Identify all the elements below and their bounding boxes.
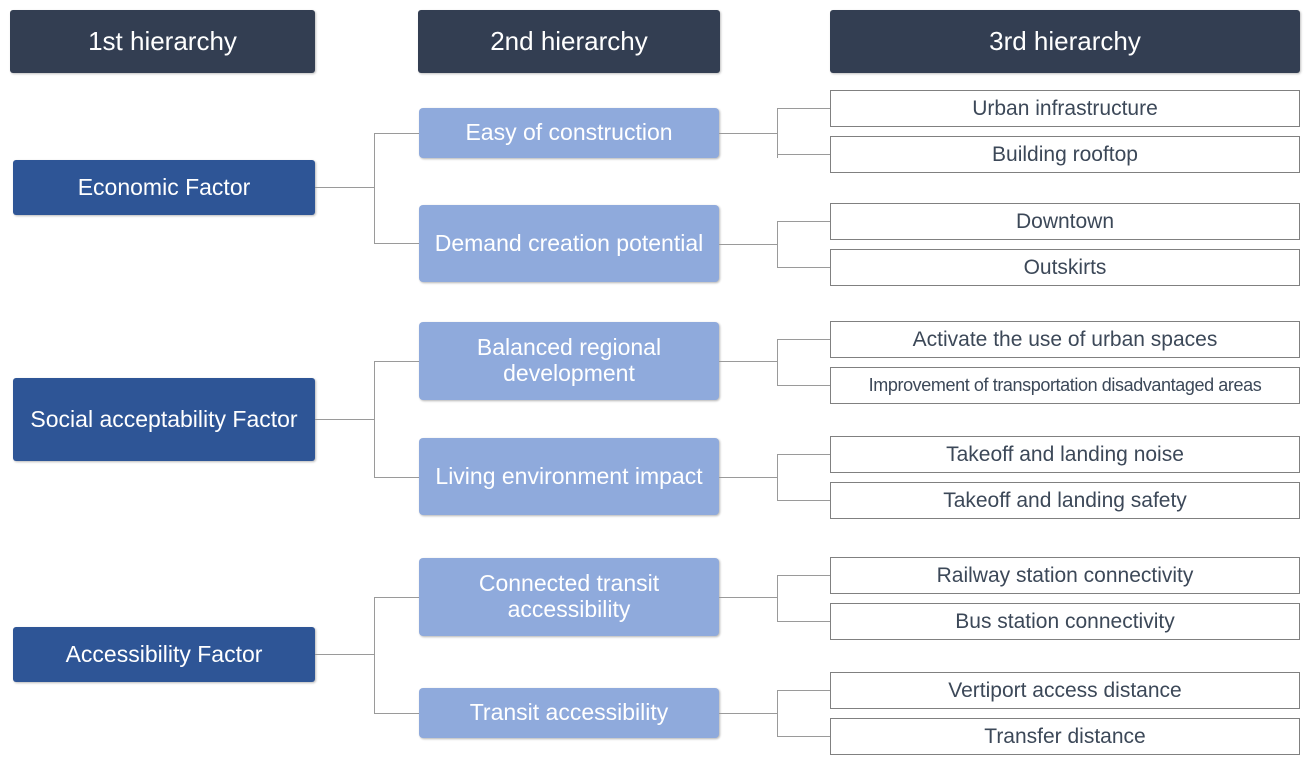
level1-box-economic-factor[interactable]: Economic Factor <box>13 160 315 215</box>
level3-box-takeoff-landing-safety[interactable]: Takeoff and landing safety <box>830 482 1300 519</box>
connector-l1-stem-economic <box>315 187 374 188</box>
connector-l2-stem-balanced-regional <box>719 361 777 362</box>
level3-box-urban-infrastructure[interactable]: Urban infrastructure <box>830 90 1300 127</box>
level2-box-living-environment-impact[interactable]: Living environment impact <box>419 438 719 515</box>
level2-box-transit-accessibility[interactable]: Transit accessibility <box>419 688 719 738</box>
level3-box-downtown[interactable]: Downtown <box>830 203 1300 240</box>
connector-l1-branch-social-2 <box>374 477 419 478</box>
connector-l1-spine-accessibility <box>374 597 375 713</box>
level2-box-easy-of-construction[interactable]: Easy of construction <box>419 108 719 158</box>
connector-l1-stem-social <box>315 419 374 420</box>
connector-l2-branch-easy-1 <box>777 108 830 109</box>
connector-l2-spine-balanced-regional <box>777 339 778 385</box>
level3-box-improvement-transportation-disadvantaged-areas[interactable]: Improvement of transportation disadvanta… <box>830 367 1300 404</box>
connector-l1-branch-economic-2 <box>374 243 419 244</box>
connector-l2-spine-connected-transit <box>777 575 778 621</box>
connector-l2-branch-connected-1 <box>777 575 830 576</box>
connector-l1-branch-social-1 <box>374 361 419 362</box>
column-header-3rd-hierarchy: 3rd hierarchy <box>830 10 1300 73</box>
column-header-2nd-hierarchy: 2nd hierarchy <box>418 10 720 73</box>
level3-box-bus-station-connectivity[interactable]: Bus station connectivity <box>830 603 1300 640</box>
connector-l2-branch-easy-2 <box>777 154 830 155</box>
connector-l1-branch-economic-1 <box>374 133 419 134</box>
level3-box-outskirts[interactable]: Outskirts <box>830 249 1300 286</box>
connector-l1-spine-social <box>374 361 375 477</box>
connector-l2-branch-balanced-1 <box>777 339 830 340</box>
connector-l2-stem-demand-creation <box>719 244 777 245</box>
connector-l2-branch-balanced-2 <box>777 385 830 386</box>
level3-box-activate-urban-spaces[interactable]: Activate the use of urban spaces <box>830 321 1300 358</box>
level2-box-connected-transit-accessibility[interactable]: Connected transit accessibility <box>419 558 719 636</box>
connector-l2-stem-transit-accessibility <box>719 713 777 714</box>
connector-l2-stem-living-environment <box>719 477 777 478</box>
level1-box-social-acceptability-factor[interactable]: Social acceptability Factor <box>13 378 315 461</box>
connector-l2-spine-living-environment <box>777 454 778 500</box>
level3-box-vertiport-access-distance[interactable]: Vertiport access distance <box>830 672 1300 709</box>
level3-box-building-rooftop[interactable]: Building rooftop <box>830 136 1300 173</box>
level3-box-takeoff-landing-noise[interactable]: Takeoff and landing noise <box>830 436 1300 473</box>
connector-l2-spine-easy-of-construction <box>777 108 778 158</box>
column-header-1st-hierarchy: 1st hierarchy <box>10 10 315 73</box>
connector-l2-branch-living-1 <box>777 454 830 455</box>
level2-box-balanced-regional-development[interactable]: Balanced regional development <box>419 322 719 400</box>
connector-l2-branch-living-2 <box>777 500 830 501</box>
level2-box-demand-creation-potential[interactable]: Demand creation potential <box>419 205 719 282</box>
connector-l2-spine-demand-creation <box>777 221 778 267</box>
connector-l1-branch-accessibility-1 <box>374 597 419 598</box>
connector-l2-stem-connected-transit <box>719 597 777 598</box>
connector-l2-spine-transit-accessibility <box>777 690 778 736</box>
level3-box-railway-station-connectivity[interactable]: Railway station connectivity <box>830 557 1300 594</box>
connector-l2-branch-transit-2 <box>777 736 830 737</box>
connector-l1-branch-accessibility-2 <box>374 713 419 714</box>
connector-l1-spine-economic <box>374 133 375 243</box>
connector-l2-branch-transit-1 <box>777 690 830 691</box>
connector-l2-branch-connected-2 <box>777 621 830 622</box>
level3-box-transfer-distance[interactable]: Transfer distance <box>830 718 1300 755</box>
level1-box-accessibility-factor[interactable]: Accessibility Factor <box>13 627 315 682</box>
connector-l2-branch-demand-2 <box>777 267 830 268</box>
connector-l2-branch-demand-1 <box>777 221 830 222</box>
connector-l2-stem-easy-of-construction <box>719 133 777 134</box>
connector-l1-stem-accessibility <box>315 654 374 655</box>
